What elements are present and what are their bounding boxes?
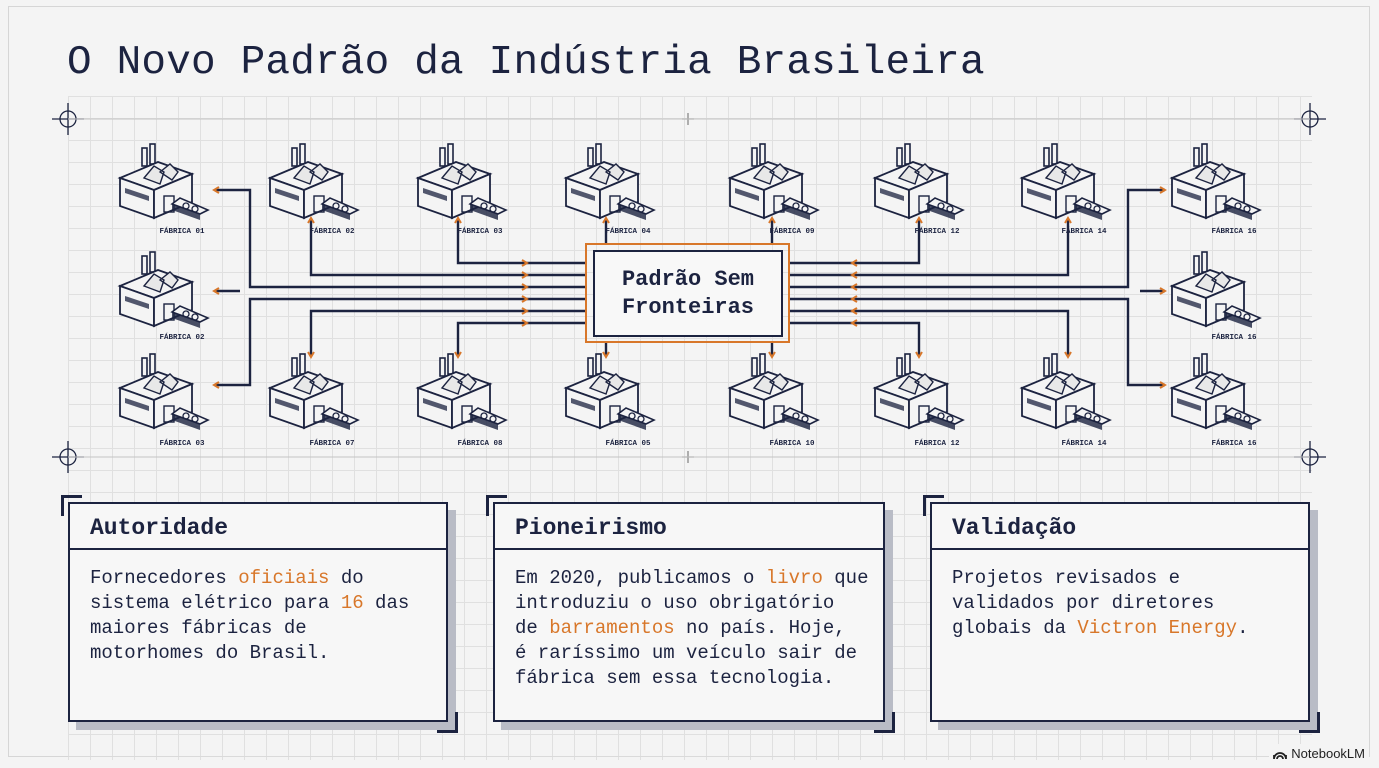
center-hub-line1: Padrão Sem — [621, 266, 755, 292]
highlight-text: livro — [765, 567, 823, 589]
card-body-line: fábrica sem essa tecnologia. — [515, 666, 883, 691]
connector-lines — [216, 188, 1165, 387]
factory-icon — [874, 353, 964, 431]
card-body-line: é raríssimo um veículo sair de — [515, 641, 883, 666]
factory-icon — [119, 353, 209, 431]
center-hub-line2: Fronteiras — [621, 294, 755, 320]
factory-label: FÁBRICA 03 — [457, 228, 503, 236]
factory-label: FÁBRICA 04 — [605, 228, 651, 236]
card-title: Pioneirismo — [495, 504, 883, 550]
body-text: do — [329, 567, 364, 589]
factory-label: FÁBRICA 16 — [1211, 334, 1257, 342]
card-corner-bracket — [923, 495, 944, 516]
factory-label: FÁBRICA 05 — [605, 440, 651, 448]
body-text: que — [822, 567, 869, 589]
factory-label: FÁBRICA 14 — [1061, 440, 1107, 448]
factory-icon — [119, 251, 209, 329]
factory-icon — [565, 143, 655, 221]
factory-icon — [1171, 353, 1261, 431]
factory-icon — [1021, 353, 1111, 431]
body-text: é raríssimo um veículo sair de — [515, 642, 858, 664]
factory-label: FÁBRICA 07 — [309, 440, 355, 448]
crosshair-marks — [52, 103, 1326, 473]
factory-icon — [1021, 143, 1111, 221]
card-pioneirismo: Pioneirismo Em 2020, publicamos o livro … — [493, 502, 885, 722]
body-text: introduziu o uso obrigatório — [515, 592, 835, 614]
card-body-line: Projetos revisados e — [952, 566, 1308, 591]
factory-icon — [417, 353, 507, 431]
body-text: Em 2020, publicamos o — [515, 567, 766, 589]
card-body-line: maiores fábricas de — [90, 616, 446, 641]
factory-icon — [565, 353, 655, 431]
factory-label: FÁBRICA 08 — [457, 440, 503, 448]
card-corner-bracket — [1299, 712, 1320, 733]
factory-icon — [729, 143, 819, 221]
factory-label: FÁBRICA 16 — [1211, 228, 1257, 236]
notebooklm-watermark: NotebookLM — [1269, 744, 1369, 763]
card-corner-bracket — [486, 495, 507, 516]
card-title: Autoridade — [70, 504, 446, 550]
card-body-line: de barramentos no país. Hoje, — [515, 616, 883, 641]
factory-icon — [269, 353, 359, 431]
highlight-text: Victron Energy — [1077, 617, 1238, 639]
card-body-line: introduziu o uso obrigatório — [515, 591, 883, 616]
body-text: de — [515, 617, 550, 639]
body-text: Fornecedores — [90, 567, 239, 589]
factory-label: FÁBRICA 01 — [159, 228, 205, 236]
card-body-line: Em 2020, publicamos o livro que — [515, 566, 883, 591]
card-corner-bracket — [874, 712, 895, 733]
body-text: fábrica sem essa tecnologia. — [515, 667, 835, 689]
card-body-line: sistema elétrico para 16 das — [90, 591, 446, 616]
body-text: no país. Hoje, — [674, 617, 846, 639]
highlight-text: oficiais — [238, 567, 330, 589]
body-text: das — [363, 592, 410, 614]
factory-label: FÁBRICA 12 — [914, 228, 960, 236]
body-text: maiores fábricas de — [90, 617, 307, 639]
notebooklm-logo-icon — [1273, 751, 1288, 759]
card-body-line: validados por diretores — [952, 591, 1308, 616]
card-corner-bracket — [437, 712, 458, 733]
factory-label: FÁBRICA 02 — [159, 334, 205, 342]
factory-icon — [729, 353, 819, 431]
factory-label: FÁBRICA 16 — [1211, 440, 1257, 448]
card-body: Projetos revisados e validados por direto… — [932, 550, 1308, 641]
body-text: sistema elétrico para — [90, 592, 341, 614]
factory-label: FÁBRICA 12 — [914, 440, 960, 448]
factory-icon — [874, 143, 964, 221]
factory-label: FÁBRICA 02 — [309, 228, 355, 236]
factory-icon — [1171, 143, 1261, 221]
factory-label: FÁBRICA 09 — [769, 228, 815, 236]
factory-icon — [119, 143, 209, 221]
card-title: Validação — [932, 504, 1308, 550]
factory-label: FÁBRICA 10 — [769, 440, 815, 448]
body-text: . — [1237, 617, 1249, 639]
body-text: validados por diretores — [952, 592, 1215, 614]
factory-icon — [269, 143, 359, 221]
card-body-line: Fornecedores oficiais do — [90, 566, 446, 591]
body-text: globais da — [952, 617, 1078, 639]
arrow-markers — [212, 186, 1167, 389]
highlight-text: barramentos — [549, 617, 675, 639]
card-validacao: Validação Projetos revisados e validados … — [930, 502, 1310, 722]
factory-icon — [417, 143, 507, 221]
card-body-line: motorhomes do Brasil. — [90, 641, 446, 666]
body-text: Projetos revisados e — [952, 567, 1181, 589]
watermark-text: NotebookLM — [1291, 746, 1365, 761]
factory-icon — [1171, 251, 1261, 329]
factory-label: FÁBRICA 03 — [159, 440, 205, 448]
body-text: motorhomes do Brasil. — [90, 642, 330, 664]
center-hub: Padrão Sem Fronteiras — [593, 250, 783, 337]
card-body-line: globais da Victron Energy. — [952, 616, 1308, 641]
center-hub-outline — [585, 243, 790, 343]
page-title: O Novo Padrão da Indústria Brasileira — [67, 40, 985, 86]
factory-label: FÁBRICA 14 — [1061, 228, 1107, 236]
highlight-text: 16 — [340, 592, 364, 614]
card-corner-bracket — [61, 495, 82, 516]
